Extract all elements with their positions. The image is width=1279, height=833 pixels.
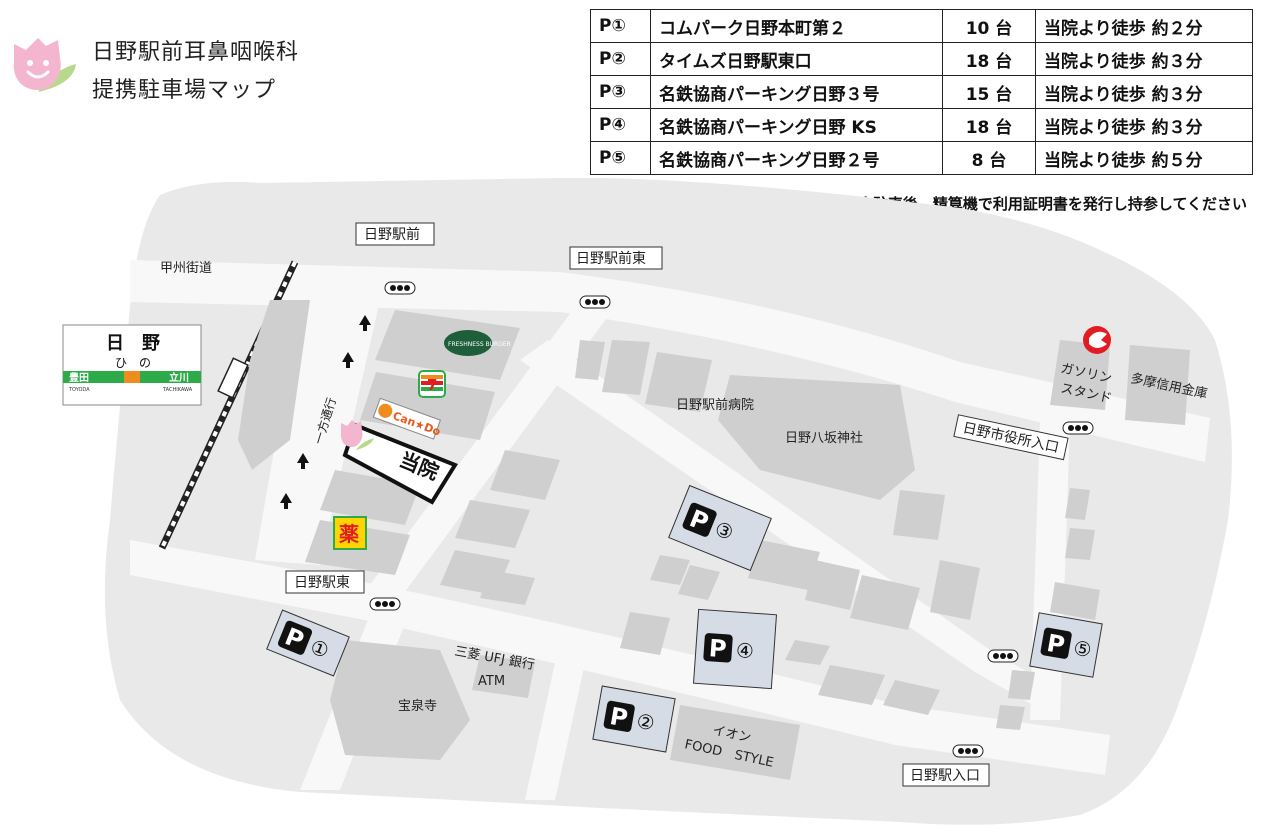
arrow-up-icon <box>297 453 309 469</box>
parking-icon <box>278 620 313 655</box>
parking-id: P⑤ <box>590 141 651 175</box>
arrow-up-icon <box>359 315 371 331</box>
station-name: 日 野 <box>106 333 160 354</box>
parking-icon <box>1040 627 1072 659</box>
road-koshu-kaido <box>130 260 1210 462</box>
parking-walk: 当院より徒歩 約２分 <box>1035 9 1253 43</box>
traffic-light-icon <box>384 281 416 295</box>
clinic-marker-icon <box>340 420 374 450</box>
one-way-arrows <box>280 315 371 509</box>
parking-walk: 当院より徒歩 約３分 <box>1035 75 1253 109</box>
parking-capacity: 18 台 <box>942 108 1036 142</box>
traffic-light-icon <box>579 295 611 309</box>
station-reading: ひ の <box>115 356 151 370</box>
parking-marker-letter: P <box>608 702 630 733</box>
parking-marker-number: ② <box>635 709 657 736</box>
hospital-label: 日野駅前病院 <box>676 397 754 413</box>
road-aeon <box>525 640 590 800</box>
parking-icon <box>603 700 635 732</box>
drugstore-logo-icon: 薬 <box>333 516 367 550</box>
parking-walk: 当院より徒歩 約３分 <box>1035 42 1253 76</box>
road-diagonal-east <box>520 340 1058 712</box>
svg-text:7: 7 <box>427 376 437 394</box>
arrow-up-icon <box>342 352 354 368</box>
traffic-lights <box>369 281 1094 758</box>
freshness-burger-logo-icon: FRESHNESS BURGER <box>444 330 511 356</box>
intersection-hino-ekimae-higashi: 日野駅前東 <box>576 250 646 267</box>
traffic-light-icon <box>369 597 401 611</box>
seven-eleven-logo-icon: 7 <box>418 370 446 398</box>
shrine-label: 日野八坂神社 <box>785 430 863 446</box>
parking-walk: 当院より徒歩 約５分 <box>1035 141 1253 175</box>
svg-text:FRESHNESS BURGER: FRESHNESS BURGER <box>448 341 511 348</box>
svg-text:薬: 薬 <box>339 522 359 546</box>
parking-marker-letter: P <box>708 634 728 663</box>
buildings <box>238 300 1190 780</box>
parking-marker-number: ④ <box>735 638 755 663</box>
parking-marker: P③ <box>668 484 772 572</box>
parking-walk: 当院より徒歩 約３分 <box>1035 108 1253 142</box>
intersection-hino-eki-higashi: 日野駅東 <box>294 575 350 591</box>
parking-icon <box>682 502 717 537</box>
station-left-romaji: TOYODA <box>68 387 90 393</box>
parking-name: 名鉄協商パーキング日野２号 <box>650 141 943 175</box>
page-subtitle: 提携駐車場マップ <box>92 78 277 103</box>
parking-icon <box>703 633 733 663</box>
page-title: 日野駅前耳鼻咽喉科 <box>92 40 300 65</box>
parking-marker-letter: P <box>1045 629 1067 660</box>
parking-name: 名鉄協商パーキング日野３号 <box>650 75 943 109</box>
parking-marker: P① <box>266 609 350 677</box>
clinic-logo-icon <box>13 38 76 92</box>
parking-capacity: 18 台 <box>942 42 1036 76</box>
traffic-light-icon <box>987 649 1019 663</box>
station-left: 豊田 <box>69 371 89 384</box>
atm-label: ATM <box>478 674 505 689</box>
station-right: 立川 <box>169 371 189 384</box>
temple-label: 宝泉寺 <box>398 698 437 714</box>
intersection-labels: 日野駅前 日野駅前東 日野駅東 日野市役所入口 日野駅入口 <box>285 222 1069 787</box>
intersection-hino-eki-iriguchi: 日野駅入口 <box>910 768 980 784</box>
koshu-kaido-label: 甲州街道 <box>160 261 212 276</box>
arrow-up-icon <box>280 493 292 509</box>
parking-capacity: 8 台 <box>942 141 1036 175</box>
station-sign: 日 野 ひ の 豊田 立川 TOYODA TACHIKAWA <box>62 324 202 406</box>
gas-station-logo-icon <box>1083 326 1111 354</box>
parking-marker-number: ⑤ <box>1072 636 1094 663</box>
traffic-light-icon <box>952 744 984 758</box>
station-right-romaji: TACHIKAWA <box>162 387 193 393</box>
intersection-hino-ekimae: 日野駅前 <box>364 226 420 243</box>
traffic-light-icon <box>1062 421 1094 435</box>
